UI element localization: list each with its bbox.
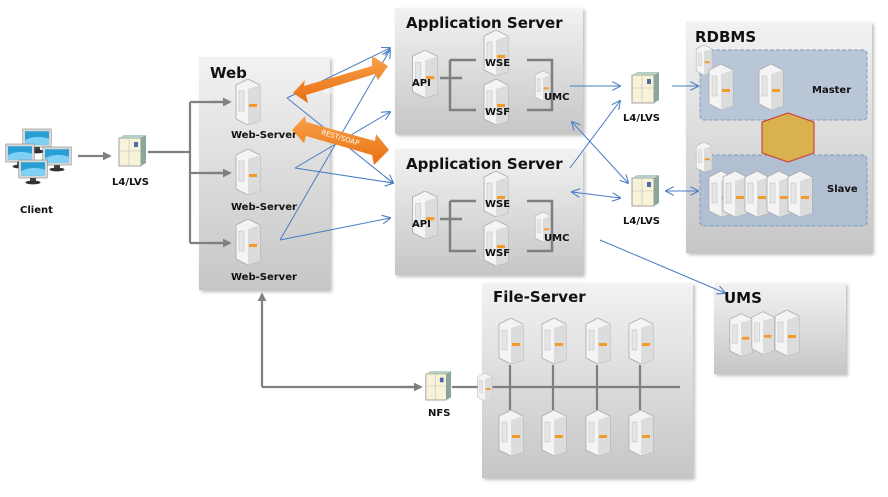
umc-label: UMC [544, 92, 569, 103]
replication-icon [761, 112, 815, 163]
app-server-title-1: Application Server [406, 14, 563, 32]
file-server-title: File-Server [493, 288, 586, 306]
wse-server-icon [483, 171, 509, 217]
wsf-label: WSF [485, 107, 510, 118]
db-load-balancer-icon [631, 174, 660, 207]
db-load-balancer-label: L4/LVS [623, 113, 660, 124]
api-server-icon [411, 50, 439, 98]
wse-label: WSE [485, 199, 510, 210]
api-label: API [412, 78, 431, 89]
web-title: Web [210, 64, 247, 82]
web-server-label: Web-Server [231, 202, 297, 213]
wse-server-icon [483, 30, 509, 76]
client-label: Client [20, 205, 53, 216]
nfs-label: NFS [428, 408, 450, 419]
api-server-icon [411, 191, 439, 239]
ums-title: UMS [724, 289, 762, 307]
wsf-server-icon [483, 220, 509, 266]
web-server-icon [235, 219, 261, 265]
file-switch-icon [477, 373, 493, 401]
load-balancer-label: L4/LVS [112, 177, 149, 188]
client-computers-icon [5, 128, 72, 185]
nfs-icon [425, 370, 452, 401]
api-label: API [412, 219, 431, 230]
web-server-icon [235, 149, 261, 195]
ums-servers [729, 310, 800, 357]
app-server-components-1 [411, 30, 554, 125]
wse-label: WSE [485, 58, 510, 69]
db-load-balancer-icon [631, 71, 660, 104]
master-label: Master [812, 85, 851, 96]
web-server-icon [235, 79, 261, 125]
app-server-title-2: Application Server [406, 155, 563, 173]
rdbms-title: RDBMS [695, 28, 756, 46]
wsf-server-icon [483, 79, 509, 125]
slave-label: Slave [827, 184, 858, 195]
load-balancer-icon [118, 134, 147, 167]
web-server-label: Web-Server [231, 130, 297, 141]
wsf-label: WSF [485, 248, 510, 259]
umc-label: UMC [544, 233, 569, 244]
db-load-balancer-label: L4/LVS [623, 216, 660, 227]
web-server-label: Web-Server [231, 272, 297, 283]
app-server-components-2 [411, 171, 554, 266]
